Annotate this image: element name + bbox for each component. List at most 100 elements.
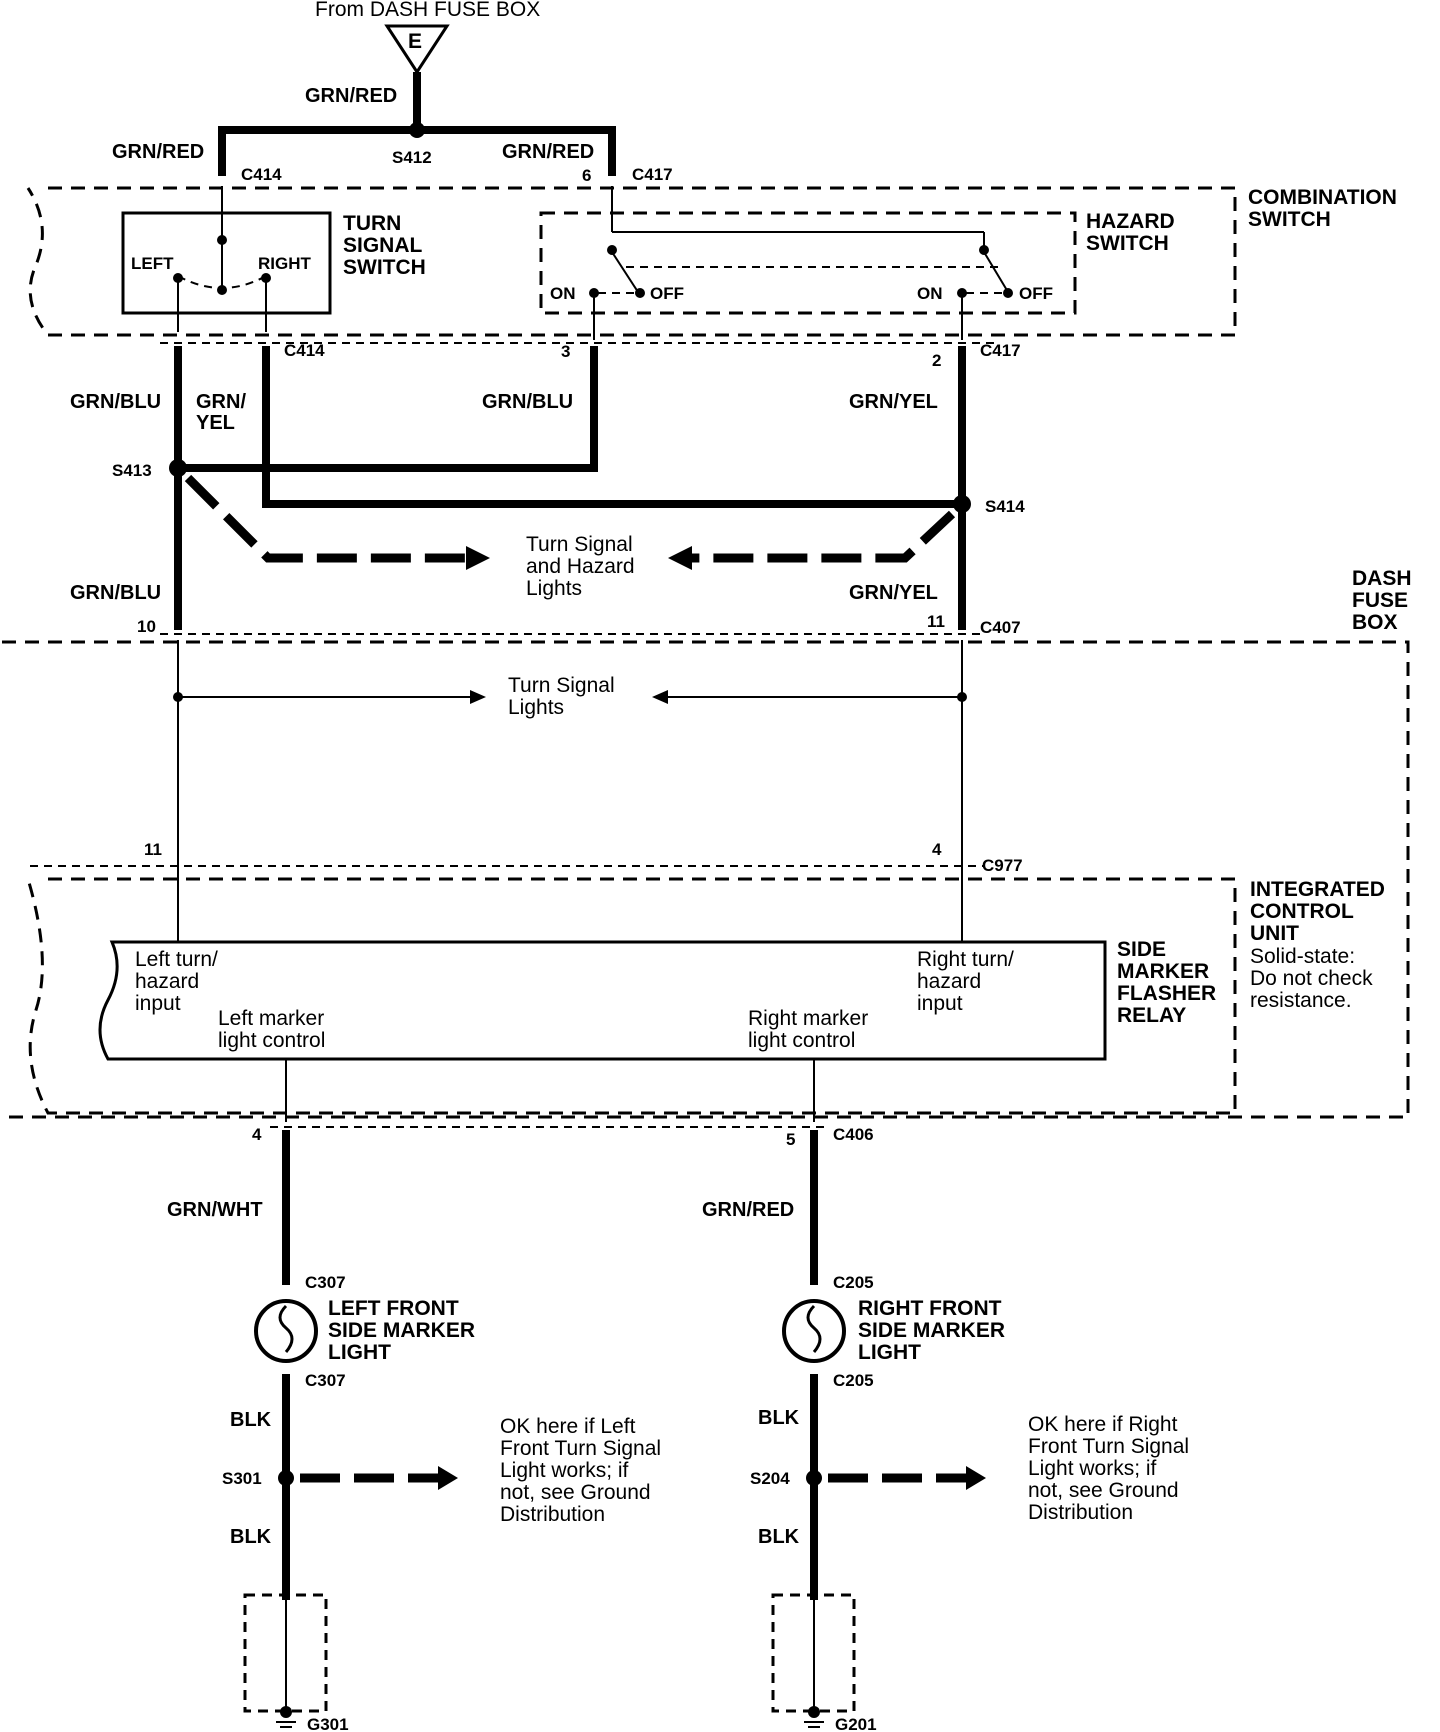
side-marker-flasher-relay-label-line-4: RELAY [1117,1004,1186,1027]
wire-label-grn-yel-1-line-2: YEL [196,412,235,434]
splice-s204 [806,1470,822,1486]
splice-s412 [409,122,425,138]
wire-label-blk-2: BLK [230,1526,272,1548]
arrow-right-to-hazard-lights [690,510,956,563]
pin-2: 2 [932,351,941,370]
fuse-triangle [384,24,450,75]
turn-signal-switch-label-line-2: SIGNAL [343,234,423,257]
hazard-on-1: ON [550,284,576,303]
hazard-on-2: ON [917,284,943,303]
right-side-marker-label-line-3: LIGHT [858,1341,921,1364]
pin-11b: 11 [144,840,162,859]
hazard-pivot-1 [607,245,617,255]
wire-label-grn-yel-1: GRN/YEL [196,391,246,434]
side-marker-flasher-relay-label-line-2: MARKER [1117,960,1209,983]
turn-switch-throw [177,275,267,289]
ground-g301-label: G301 [307,1715,349,1732]
pin-11a: 11 [927,612,945,631]
wire-label-grn-wht: GRN/WHT [167,1199,263,1221]
note-ok-right-line-2: Front Turn Signal [1028,1435,1189,1458]
ground-g301-point [280,1706,292,1718]
note-ok-left-line-5: Distribution [500,1503,605,1526]
left-side-marker-label-line-3: LIGHT [328,1341,391,1364]
arrow-right-turn-head [652,690,668,704]
ground-g201-label: G201 [835,1715,877,1732]
solid-state-note-line-2: Do not check [1250,967,1373,990]
connector-c414-bottom: C414 [284,341,325,360]
turn-switch-contact [217,285,227,295]
dash-fuse-box-label-line-3: BOX [1352,611,1398,634]
arrow-ok-left-tail [438,1466,458,1490]
side-marker-flasher-relay-box [98,940,1107,1061]
turn-left-label: LEFT [131,254,174,273]
splice-label-s204: S204 [750,1469,790,1488]
note-turn-signal-lights-line-2: Lights [508,696,564,719]
connector-c417-top: C417 [632,165,673,184]
wire-label-grn-red-right: GRN/RED [502,141,594,163]
hazard-blade-2 [983,251,1009,293]
turn-signal-switch-label-line-3: SWITCH [343,256,426,279]
left-bulb-filament [278,1304,294,1353]
note-ok-left-line-4: not, see Ground [500,1481,651,1504]
note-ok-right-line-5: Distribution [1028,1501,1133,1524]
connector-c406: C406 [833,1125,874,1144]
splice-label-s414: S414 [985,497,1025,516]
right-side-marker-label-line-2: SIDE MARKER [858,1319,1005,1342]
wire-label-blk-3: BLK [758,1407,800,1429]
wire-label-grn-blu-2: GRN/BLU [482,391,573,413]
pin-3: 3 [561,342,570,361]
hazard-off-2: OFF [1019,284,1053,303]
connector-c307-bottom: C307 [305,1371,346,1390]
hazard-off-contact-2 [1003,288,1013,298]
side-marker-flasher-relay-label-line-3: FLASHER [1117,982,1216,1005]
left-side-marker-bulb [254,1299,318,1363]
note-ok-right-line-3: Light works; if [1028,1457,1157,1480]
wire-label-grn-red-top: GRN/RED [305,85,397,107]
note-ok-right-line-4: not, see Ground [1028,1479,1179,1502]
relay-right-marker-control-line-2: light control [748,1029,855,1052]
pin-4b: 4 [252,1125,262,1144]
splice-label-s412: S412 [392,148,432,167]
relay-right-input-line-2: hazard [917,970,981,993]
pin-4a: 4 [932,840,942,859]
turn-right-label: RIGHT [258,254,312,273]
pin-5: 5 [786,1130,795,1149]
turn-switch-pivot [217,235,227,245]
dash-fuse-box-outline [2,640,1410,1119]
right-side-marker-bulb [782,1299,846,1363]
connector-c205-bottom: C205 [833,1371,874,1390]
integrated-control-unit-label-line-2: CONTROL [1250,900,1354,923]
arrow-ok-right-tail [966,1466,986,1490]
wire-label-blk-4: BLK [758,1526,800,1548]
connector-c977: C977 [982,856,1023,875]
splice-s413 [169,459,187,477]
splice-label-s301: S301 [222,1469,262,1488]
relay-left-marker-control-line-2: light control [218,1029,325,1052]
dash-fuse-box-label-line-2: FUSE [1352,589,1408,612]
left-side-marker-label-line-2: SIDE MARKER [328,1319,475,1342]
integrated-control-unit-label-line-3: UNIT [1250,922,1299,945]
arrow-left-turn-head [470,690,486,704]
hazard-off-contact-1 [635,288,645,298]
connector-c307-top: C307 [305,1273,346,1292]
fuse-letter: E [408,30,422,53]
wire-label-grn-blu-3: GRN/BLU [70,582,161,604]
combination-switch-label-line-2: SWITCH [1248,208,1331,231]
relay-left-input-line-2: hazard [135,970,199,993]
connector-c414-top: C414 [241,165,282,184]
splice-label-s413: S413 [112,461,152,480]
